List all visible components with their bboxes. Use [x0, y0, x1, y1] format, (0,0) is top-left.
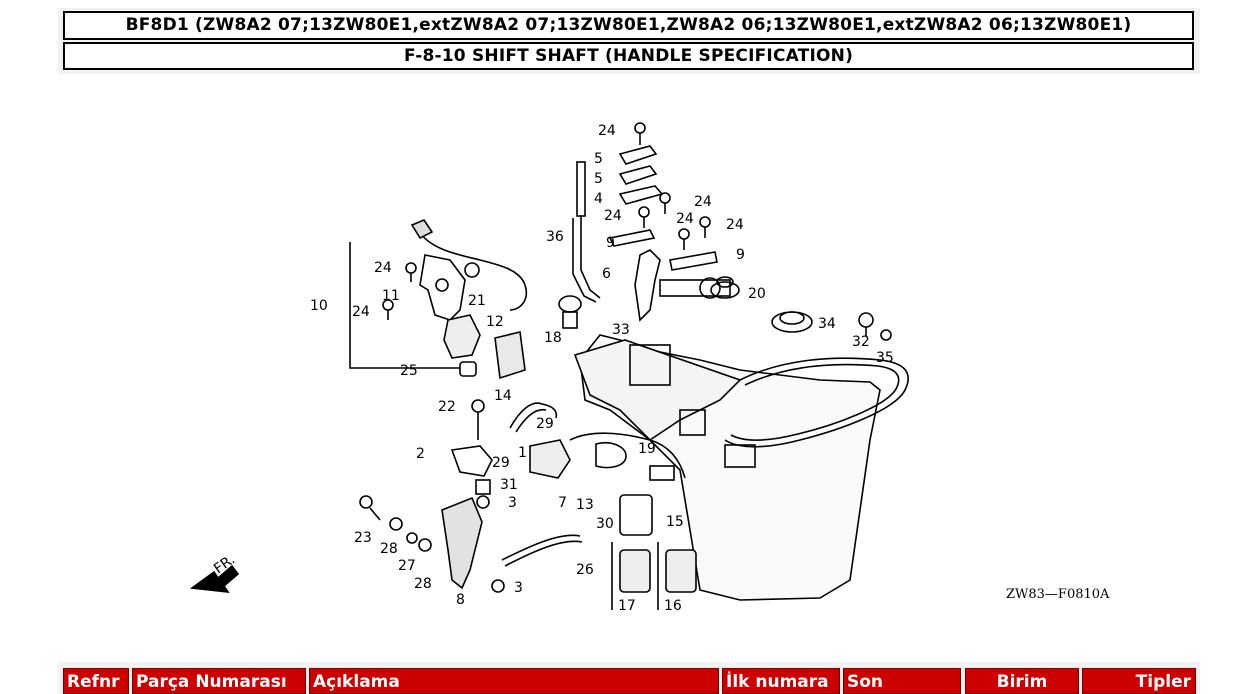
callout-5: 5 [594, 151, 603, 167]
callout-24f: 24 [374, 260, 392, 276]
callout-28: 28 [380, 541, 398, 557]
callout-9b: 9 [736, 247, 745, 263]
callout-10: 10 [310, 298, 328, 314]
model-title: BF8D1 (ZW8A2 07;13ZW80E1,extZW8A2 07;13Z… [63, 11, 1194, 40]
callout-19: 19 [638, 441, 656, 457]
callout-34: 34 [818, 316, 836, 332]
callout-29b: 29 [492, 455, 510, 471]
callout-2: 2 [416, 446, 425, 462]
callout-5b: 5 [594, 171, 603, 187]
column-header-types[interactable]: Tipler [1082, 668, 1196, 694]
callout-7: 7 [558, 495, 567, 511]
column-header-last[interactable]: Son [843, 668, 961, 694]
column-header-refnr[interactable]: Refnr [63, 668, 129, 694]
callout-36: 36 [546, 229, 564, 245]
callout-11: 11 [382, 288, 400, 304]
callout-24g: 24 [352, 304, 370, 320]
callout-8: 8 [456, 592, 465, 608]
callout-16: 16 [664, 598, 682, 614]
callout-18: 18 [544, 330, 562, 346]
callout-32: 32 [852, 334, 870, 350]
callout-35: 35 [876, 350, 894, 366]
callout-4: 4 [594, 191, 603, 207]
callout-3: 3 [508, 495, 517, 511]
callout-24: 24 [598, 123, 616, 139]
callout-28b: 28 [414, 576, 432, 592]
callout-1: 1 [518, 445, 527, 461]
callout-23: 23 [354, 530, 372, 546]
parts-diagram: 24 5 5 4 24 24 24 24 9 9 36 6 20 34 32 3… [180, 110, 1140, 620]
callout-24d: 24 [676, 211, 694, 227]
column-header-description[interactable]: Açıklama [309, 668, 719, 694]
column-header-first-number[interactable]: İlk numara [722, 668, 840, 694]
callout-9: 9 [606, 235, 615, 251]
drawing-code: ZW83—F0810A [1006, 587, 1110, 602]
callout-6: 6 [602, 266, 611, 282]
callout-24e: 24 [726, 217, 744, 233]
callout-29: 29 [536, 416, 554, 432]
callout-33: 33 [612, 322, 630, 338]
column-header-unit[interactable]: Birim [965, 668, 1079, 694]
callout-25: 25 [400, 363, 418, 379]
callout-12: 12 [486, 314, 504, 330]
callout-17: 17 [618, 598, 636, 614]
section-title: F-8-10 SHIFT SHAFT (HANDLE SPECIFICATION… [63, 42, 1194, 70]
callout-20: 20 [748, 286, 766, 302]
callout-13: 13 [576, 497, 594, 513]
callout-30: 30 [596, 516, 614, 532]
column-header-part-number[interactable]: Parça Numarası [132, 668, 306, 694]
callout-15: 15 [666, 514, 684, 530]
callout-21: 21 [468, 293, 486, 309]
callout-22: 22 [438, 399, 456, 415]
callout-31: 31 [500, 477, 518, 493]
callout-27: 27 [398, 558, 416, 574]
callout-24b: 24 [694, 194, 712, 210]
callout-26: 26 [576, 562, 594, 578]
callout-3b: 3 [514, 580, 523, 596]
callout-14: 14 [494, 388, 512, 404]
callout-24c: 24 [604, 208, 622, 224]
